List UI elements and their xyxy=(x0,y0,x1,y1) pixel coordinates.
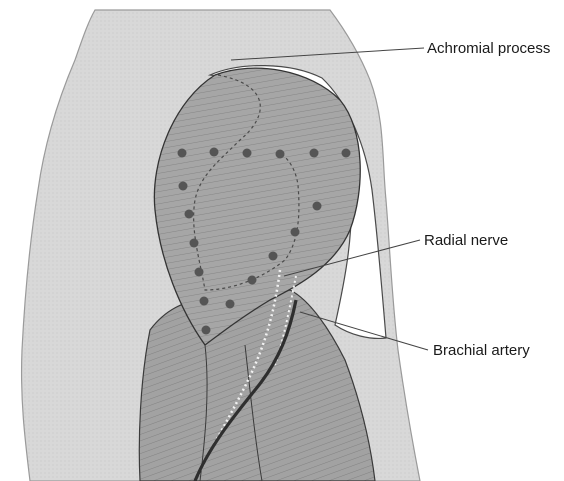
acromion-label: Achromial process xyxy=(427,40,550,57)
radial-nerve-label: Radial nerve xyxy=(424,232,508,249)
brachial-artery-label: Brachial artery xyxy=(433,342,530,359)
